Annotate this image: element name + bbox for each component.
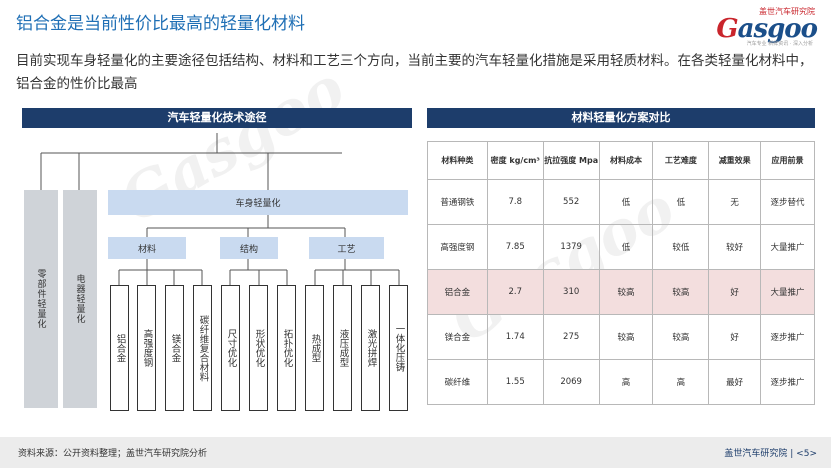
table-cell: 铝合金 <box>427 269 488 315</box>
table-cell: 逐步推广 <box>760 359 815 405</box>
table-row-highlighted: 铝合金 2.7 310 较高 较高 好 大量推广 <box>427 269 815 315</box>
table-cell: 2069 <box>542 359 600 405</box>
node-material: 材料 <box>108 237 186 259</box>
table-cell: 逐步替代 <box>760 179 815 225</box>
table-cell: 普通钢铁 <box>427 179 488 225</box>
table-row: 高强度钢 7.85 1379 低 较低 较好 大量推广 <box>427 224 815 270</box>
table-cell: 最好 <box>708 359 762 405</box>
table-cell: 275 <box>542 314 600 360</box>
table-cell: 7.8 <box>486 179 544 225</box>
left-panel-header: 汽车轻量化技术途径 <box>22 108 412 128</box>
table-cell: 高 <box>598 359 654 405</box>
leaf-topology-optimization: 拓扑优化 <box>277 285 296 411</box>
leaf-laser-welding: 激光拼焊 <box>361 285 380 411</box>
leaf-high-strength-steel: 高强度钢 <box>137 285 156 411</box>
table-header-row: 材料种类 密度 kg/cm³ 抗拉强度 Mpa 材料成本 工艺难度 减重效果 应… <box>427 141 815 180</box>
column-header: 工艺难度 <box>652 141 710 180</box>
table-cell: 镁合金 <box>427 314 488 360</box>
table-cell: 7.85 <box>486 224 544 270</box>
footer-separator: | < <box>790 449 804 459</box>
table-cell: 好 <box>708 269 762 315</box>
table-cell: 较好 <box>708 224 762 270</box>
table-row: 普通钢铁 7.8 552 低 低 无 逐步替代 <box>427 179 815 225</box>
page-title: 铝合金是当前性价比最高的轻量化材料 <box>16 14 305 34</box>
node-structure: 结构 <box>220 237 278 259</box>
table-cell: 较低 <box>652 224 710 270</box>
logo-wordmark: Gasgoo <box>716 14 818 44</box>
leaf-shape-optimization: 形状优化 <box>249 285 268 411</box>
logo-subtext: 汽车专业 新鲜资讯 · 深入分析 <box>746 41 813 47</box>
table-cell: 1.74 <box>486 314 544 360</box>
table-cell: 较高 <box>598 269 654 315</box>
table-cell: 碳纤维 <box>427 359 488 405</box>
tree-connector-lines <box>40 133 400 285</box>
table-cell: 较高 <box>652 314 710 360</box>
leaf-integrated-die-casting: 一体化压铸 <box>389 285 408 411</box>
node-electrical-lightweight: 电器轻量化 <box>63 190 97 408</box>
leaf-hydroforming: 液压成型 <box>333 285 352 411</box>
column-header: 材料种类 <box>427 141 488 180</box>
leaf-aluminum-alloy: 铝合金 <box>110 285 129 411</box>
node-process: 工艺 <box>309 237 384 259</box>
footer-brand-name: 盖世汽车研究院 <box>724 449 788 459</box>
table-cell: 高强度钢 <box>427 224 488 270</box>
footer-bar: 资料来源：公开资料整理；盖世汽车研究院分析 盖世汽车研究院 | <5> <box>0 437 831 468</box>
footer-brand: 盖世汽车研究院 | <5> <box>724 449 817 459</box>
table-cell: 好 <box>708 314 762 360</box>
leaf-hot-forming: 热成型 <box>305 285 324 411</box>
column-header: 减重效果 <box>708 141 762 180</box>
gasgoo-logo: 盖世汽车研究院 Gasgoo 汽车专业 新鲜资讯 · 深入分析 <box>716 6 818 47</box>
table-cell: 大量推广 <box>760 269 815 315</box>
column-header: 材料成本 <box>598 141 654 180</box>
source-note: 资料来源：公开资料整理；盖世汽车研究院分析 <box>18 449 208 459</box>
table-row: 碳纤维 1.55 2069 高 高 最好 逐步推广 <box>427 359 815 405</box>
table-cell: 无 <box>708 179 762 225</box>
column-header: 密度 kg/cm³ <box>486 141 544 180</box>
leaf-magnesium-alloy: 镁合金 <box>165 285 184 411</box>
material-comparison-table: 材料种类 密度 kg/cm³ 抗拉强度 Mpa 材料成本 工艺难度 减重效果 应… <box>427 141 815 405</box>
right-panel-header: 材料轻量化方案对比 <box>427 108 815 128</box>
column-header: 抗拉强度 Mpa <box>542 141 600 180</box>
table-cell: 低 <box>598 179 654 225</box>
leaf-carbon-fiber-composite: 碳纤维复合材料 <box>193 285 212 411</box>
column-header: 应用前景 <box>760 141 815 180</box>
table-row: 镁合金 1.74 275 较高 较高 好 逐步推广 <box>427 314 815 360</box>
table-cell: 310 <box>542 269 600 315</box>
table-cell: 较高 <box>598 314 654 360</box>
table-cell: 2.7 <box>486 269 544 315</box>
table-cell: 552 <box>542 179 600 225</box>
intro-paragraph: 目前实现车身轻量化的主要途径包括结构、材料和工艺三个方向，当前主要的汽车轻量化措… <box>16 53 813 92</box>
table-cell: 高 <box>652 359 710 405</box>
table-cell: 1379 <box>542 224 600 270</box>
page-number: 5 <box>803 449 810 459</box>
table-cell: 大量推广 <box>760 224 815 270</box>
table-cell: 低 <box>652 179 710 225</box>
table-cell: 逐步推广 <box>760 314 815 360</box>
leaf-size-optimization: 尺寸优化 <box>221 285 240 411</box>
table-cell: 较高 <box>652 269 710 315</box>
node-body-lightweight: 车身轻量化 <box>108 190 408 215</box>
table-cell: 1.55 <box>486 359 544 405</box>
node-parts-lightweight: 零部件轻量化 <box>24 190 58 408</box>
lightweight-tree-diagram: 零部件轻量化 电器轻量化 车身轻量化 材料 结构 工艺 铝合金 高强度钢 镁合金… <box>22 133 414 415</box>
logo-top-text: 盖世汽车研究院 <box>759 7 815 16</box>
table-cell: 低 <box>598 224 654 270</box>
